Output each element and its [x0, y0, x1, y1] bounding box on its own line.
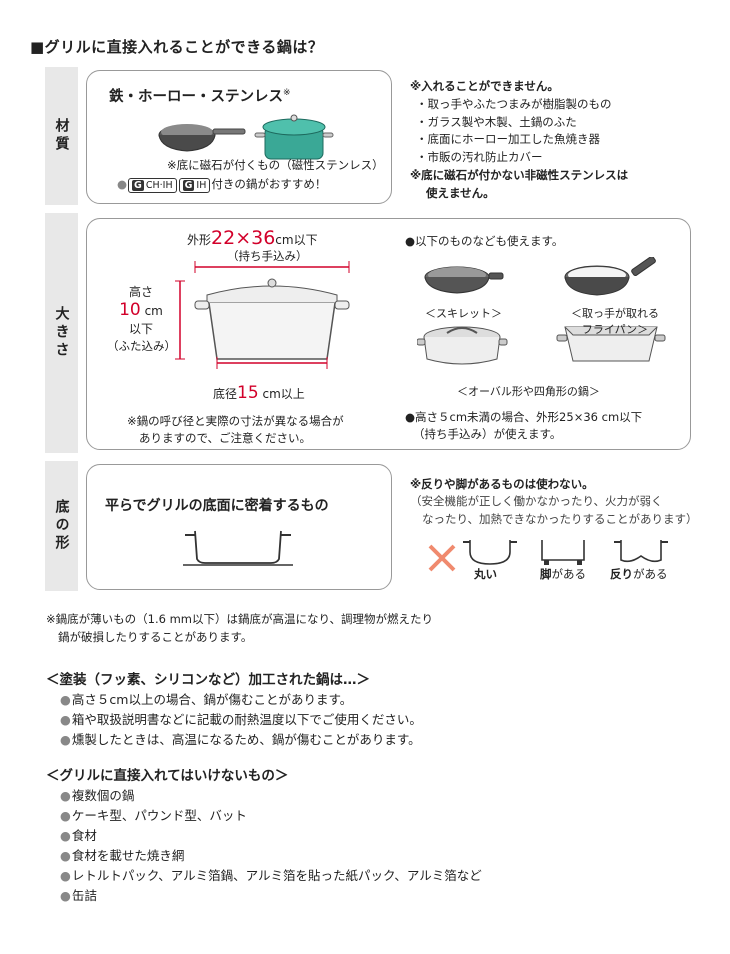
alt-cookware-illustration [417, 257, 666, 365]
prohibited-title: ＜グリルに直接入れてはいけないもの＞ [46, 768, 289, 784]
base-dimension: 底径15 cm以上 [213, 383, 305, 403]
list-item: 複数個の鍋 [60, 786, 482, 806]
page-heading: ■グリルに直接入れることができる鍋は？ [30, 38, 324, 56]
list-item: レトルトパック、アルミ箔鍋、アルミ箔を貼った紙パック、アルミ箔など [60, 866, 482, 886]
legged-pot-icon [541, 540, 585, 565]
caption-oval-square: ＜オーバル形や四角形の鍋＞ [457, 385, 600, 398]
size-caution: ※鍋の呼び径と実際の寸法が異なる場合が ありますので、ご注意ください。 [127, 414, 344, 446]
shape-box: 平らでグリルの底面に密着するもの [86, 464, 392, 590]
list-item: 食材 [60, 826, 482, 846]
not-allowed-list: ※入れることができません。 ・取っ手やふたつまみが樹脂製のもの ・ガラス製や木製… [410, 79, 629, 200]
side-label-material: 材質 [45, 67, 78, 205]
flat-pot-icon [183, 530, 293, 566]
pot-dimension-diagram [194, 261, 350, 369]
coated-list: 高さ５cm以上の場合、鍋が傷むことがあります。 箱や取扱説明書などに記載の耐熱温… [60, 690, 422, 750]
side-label-size: 大きさ [45, 213, 78, 453]
height-arrow [175, 280, 185, 360]
round-bottom-pot-icon [463, 540, 517, 565]
cross-mark-icon [428, 544, 456, 572]
label-legs: 脚がある [540, 567, 586, 581]
side-label-shape: 底の形 [45, 461, 78, 591]
size-box: 外形22×36cm以下 （持ち手込み） 高さ 10 cm 以下 （ふた込み） 底… [86, 218, 691, 450]
also-usable-title: ●以下のものなども使えます。 [405, 234, 564, 248]
teal-pot-icon [254, 114, 334, 160]
bad-shape-note: ※反りや脚があるものは使わない。 （安全機能が正しく働かなかったり、火力が弱く … [410, 477, 698, 526]
list-item: ケーキ型、パウンド型、バット [60, 806, 482, 826]
prohibited-list: 複数個の鍋 ケーキ型、パウンド型、バット 食材 食材を載せた焼き網 レトルトパッ… [60, 786, 482, 906]
outer-sub: （持ち手込み） [227, 249, 308, 263]
list-item: 燻製したときは、高温になるため、鍋が傷むことがあります。 [60, 730, 422, 750]
coated-title: ＜塗装（フッ素、シリコンなど）加工された鍋は…＞ [46, 672, 370, 688]
height-dimension: 高さ 10 cm 以下 （ふた込み） [107, 285, 176, 353]
label-warped: 反りがある [610, 567, 668, 581]
list-item: 高さ５cm以上の場合、鍋が傷むことがあります。 [60, 690, 422, 710]
warped-pot-icon [614, 540, 668, 563]
material-title: 鉄・ホーロー・ステンレス※ [109, 88, 291, 105]
magnet-note: ※底に磁石が付くもの（磁性ステンレス） [167, 158, 384, 172]
low-height-note: ●高さ５cm未満の場合、外形25×36 cm以下 （持ち手込み）が使えます。 [405, 410, 643, 442]
list-item: 食材を載せた焼き網 [60, 846, 482, 866]
shape-title: 平らでグリルの底面に密着するもの [105, 498, 329, 514]
detachable-pan-icon [564, 257, 656, 296]
label-round: 丸い [474, 567, 497, 581]
oval-pot-icon [417, 326, 508, 365]
thin-bottom-note: ※鍋底が薄いもの（1.6 mm以下）は鍋底が高温になり、調理物が燃えたり 鍋が破… [46, 612, 434, 644]
pans-illustration [158, 114, 334, 160]
skillet-icon [424, 266, 504, 294]
caption-detachable-pan: ＜取っ手が取れる フライパン＞ [571, 307, 659, 336]
square-pan-icon [556, 326, 666, 362]
outer-dimension: 外形22×36cm以下 [187, 227, 318, 249]
caption-skillet: ＜スキレット＞ [425, 307, 502, 320]
list-item: 箱や取扱説明書などに記載の耐熱温度以下でご使用ください。 [60, 710, 422, 730]
frying-pan-icon [158, 124, 246, 152]
list-item: 缶詰 [60, 886, 482, 906]
